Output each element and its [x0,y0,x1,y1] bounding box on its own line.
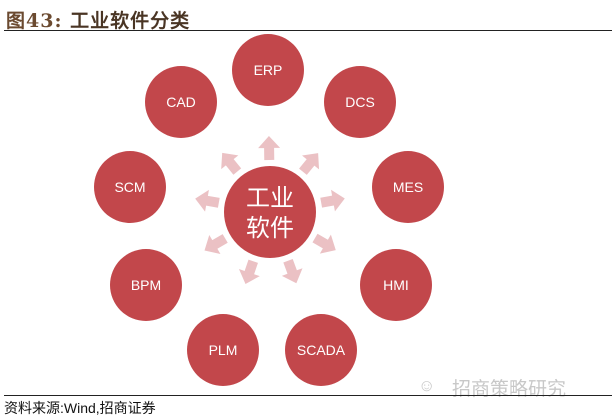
node-circle [324,66,396,138]
arrow-hmi [312,233,336,254]
node-circle [285,314,357,386]
node-circle [187,314,259,386]
node-dcs: DCS [324,66,396,138]
node-mes: MES [372,151,444,223]
arrow-dcs [299,153,320,175]
arrow-cad [221,152,242,175]
node-circle [110,249,182,321]
node-scm: SCM [94,151,166,223]
figure-title: 图43: 工业软件分类 [6,6,190,33]
node-scada: SCADA [285,314,357,386]
arrow-erp [258,136,281,161]
node-circle [145,66,217,138]
node-circle [94,151,166,223]
node-plm: PLM [187,314,259,386]
watermark: 招商策略研究 [452,379,567,400]
node-label: DCS [345,94,375,110]
figure-title-text: 工业软件分类 [70,10,191,32]
node-circle [232,34,304,106]
wechat-icon: ☺ [418,376,436,395]
node-cad: CAD [145,66,217,138]
node-bpm: BPM [110,249,182,321]
node-hmi: HMI [360,249,432,321]
node-label: MES [393,179,423,195]
center-node: 工业 软件 [224,166,316,258]
center-line2: 软件 [246,214,294,242]
bottom-divider [4,395,612,396]
arrow-mes [320,189,345,212]
node-label: SCADA [297,342,346,358]
node-label: SCM [114,179,145,195]
node-label: HMI [383,277,409,293]
node-circle [360,249,432,321]
arrow-scm [195,189,220,212]
node-label: CAD [166,94,196,110]
node-label: BPM [131,277,161,293]
arrow-plm [238,259,260,284]
node-label: PLM [209,342,238,358]
figure-number: 图43: [6,10,63,32]
node-label: ERP [254,62,283,78]
node-erp: ERP [232,34,304,106]
center-line1: 工业 [246,184,294,212]
arrow-bpm [204,234,228,254]
source-note: 资料来源:Wind,招商证券 [4,400,156,416]
top-divider [4,30,612,31]
node-circle [372,151,444,223]
arrow-scada [281,259,303,284]
